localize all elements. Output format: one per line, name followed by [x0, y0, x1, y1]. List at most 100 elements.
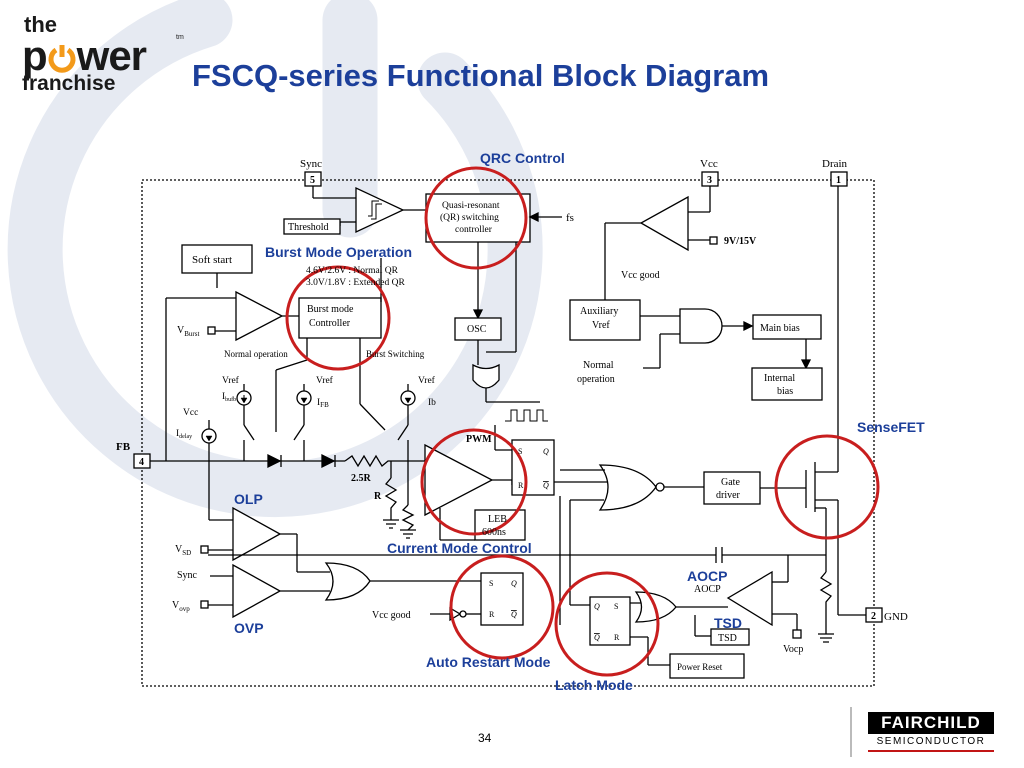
ar-q-label: Q [511, 579, 517, 588]
qr-label-1: Quasi-resonant [442, 201, 500, 211]
vcc-good-label: Vcc good [621, 270, 660, 281]
osc-label: OSC [467, 324, 487, 335]
auto-restart-highlight-circle [449, 554, 555, 660]
i-delay-label: Idelay [176, 429, 192, 440]
auto-restart-latch [480, 572, 524, 626]
ovp-comparator [232, 563, 282, 619]
power-reset-box [669, 653, 745, 679]
pwm-label: PWM [466, 434, 492, 445]
gate-driver-label-2: driver [716, 490, 741, 501]
fairchild-name: FAIRCHILD [868, 712, 994, 734]
pin-vcc-number: 3 [707, 175, 712, 186]
ar-s-label: S [489, 579, 493, 588]
burst-label-2: Controller [309, 318, 351, 329]
soft-start-label: Soft start [192, 254, 232, 266]
leb-label-1: LEB [488, 514, 507, 525]
fairchild-sub: SEMICONDUCTOR [876, 736, 986, 747]
tsd-box-label: TSD [718, 633, 737, 644]
lm-r-label: R [614, 633, 620, 642]
burst-switching-label: Burst Switching [366, 349, 425, 359]
ground-symbol-1 [818, 633, 834, 643]
v-burst-label: VBurst [177, 325, 199, 338]
qr-extended-label: 3.0V/1.8V : Extended QR [306, 278, 405, 288]
pin-drain-number: 1 [836, 175, 841, 186]
logo-tm: tm [176, 34, 184, 41]
pin-sync-number: 5 [310, 175, 315, 186]
logo-power-wer: wer [76, 32, 147, 79]
fairchild-logo: FAIRCHILD SEMICONDUCTOR [850, 707, 998, 757]
threshold-label: Threshold [288, 222, 329, 233]
fs-label: fs [566, 212, 574, 224]
resistor-sense [401, 504, 415, 531]
burst-controller-box [298, 297, 382, 339]
sync-lower-label: Sync [177, 570, 198, 581]
normal-op-label-2: operation [577, 374, 615, 385]
annotation-ovp: OVP [234, 620, 264, 636]
i-bufb-label: Ibufb [222, 392, 236, 403]
latch-mode-highlight-circle [554, 571, 660, 677]
annotation-sensefet: SenseFET [857, 419, 925, 435]
normal-op-label-1: Normal [583, 360, 614, 371]
pin-vcc-label: Vcc [700, 158, 718, 170]
slide-title: FSCQ-series Functional Block Diagram [192, 58, 770, 93]
vcc-good-lower-label: Vcc good [372, 610, 411, 621]
logo-line-the: the [24, 12, 57, 37]
annotation-auto-restart-mode: Auto Restart Mode [426, 654, 551, 670]
aux-and-gate [679, 308, 723, 344]
main-bias-box [752, 314, 822, 340]
pwm-s-label: S [518, 447, 522, 456]
r25-label: 2.5R [351, 473, 372, 484]
qrc-highlight-circle [424, 166, 528, 270]
logo-divider [850, 707, 852, 757]
page-number: 34 [478, 731, 492, 745]
ground-symbol-2 [383, 519, 399, 529]
vocp-label: Vocp [783, 644, 803, 655]
ib-label: Ib [428, 398, 436, 408]
threshold-box [283, 218, 341, 235]
vref-label-2: Vref [316, 375, 334, 386]
annotation-latch-mode: Latch Mode [555, 677, 633, 693]
internal-bias-box [751, 367, 823, 401]
annotation-tsd: TSD [714, 615, 742, 631]
qr-label-3: controller [455, 225, 493, 235]
pin-drain-label: Drain [822, 158, 848, 170]
latch-mode-latch [589, 596, 631, 646]
leb-box [474, 509, 526, 541]
ground-symbol-3 [400, 529, 416, 539]
tsd-box [710, 628, 750, 646]
osc-or-gate [472, 363, 500, 389]
sync-comparator [355, 186, 405, 234]
pwm-q-label: Q [543, 447, 549, 456]
annotation-aocp: AOCP [687, 568, 728, 584]
resistor-2-5r [344, 454, 425, 468]
annotation-burst-mode-operation: Burst Mode Operation [265, 244, 413, 260]
gate-driver-box [703, 471, 761, 505]
current-mode-highlight-circle [420, 428, 528, 536]
logo-line-franchise: franchise [22, 72, 116, 95]
pin-fb-label: FB [116, 441, 131, 453]
leb-label-2: 600ns [482, 527, 506, 538]
aux-vref-box [569, 299, 641, 341]
pin-gnd-number: 2 [871, 611, 876, 622]
annotation-olp: OLP [234, 491, 263, 507]
olp-comparator [232, 506, 282, 562]
vref-label-3: Vref [418, 375, 436, 386]
aux-label-1: Auxiliary [580, 306, 618, 317]
resistor-r [384, 477, 398, 520]
sense-resistor [819, 571, 833, 634]
power-reset-label: Power Reset [677, 662, 723, 672]
logo-power-p: p [22, 32, 48, 79]
v9-15-label: 9V/15V [724, 236, 757, 247]
lm-qbar-label: Q [594, 633, 600, 642]
vcc-comparator [639, 195, 689, 252]
internal-bias-label-1: Internal [764, 373, 795, 384]
burst-label-1: Burst mode [307, 304, 354, 315]
lm-q-label: Q [594, 602, 600, 611]
v-sd-label: VSD [175, 544, 191, 557]
diode-1 [267, 453, 282, 469]
protection-or-gate [324, 562, 371, 601]
